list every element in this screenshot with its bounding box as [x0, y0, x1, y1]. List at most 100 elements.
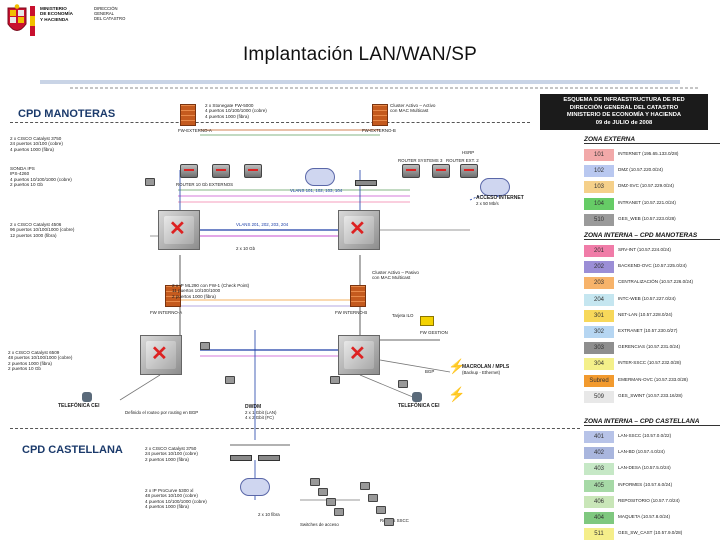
legend-vlan-name: DMZ (10.57.220.0/24) — [618, 167, 663, 173]
procurve-note-line: 2 x IP ProCurve 5300 xl — [145, 488, 194, 493]
cluster-mid-note: Cluster Activo – Pasivo con MAC Multicas… — [372, 270, 452, 281]
fw-externo-a-label: FW-EXTERNO-A — [178, 128, 212, 133]
legend-vlan-name: INFORMES (10.57.6.0/24) — [618, 481, 673, 487]
firewall-icon — [350, 285, 366, 307]
department-line-1: DIRECCIÓN — [94, 6, 118, 11]
sscc-router-icon — [360, 482, 370, 490]
legend-zone-heading: ZONA INTERNA – CPD CASTELLANA — [584, 418, 720, 426]
router-icon — [180, 164, 198, 178]
legend-vlan-name: MAQUETA (10.57.8.0/24) — [618, 514, 670, 519]
checkpoint-note-line: 11 puertos 10/100/1000 — [172, 288, 221, 294]
router-cross-icon: ✕ — [151, 343, 168, 365]
legend-vlan-name: INTERNET (195.65.133.0/28) — [618, 151, 679, 156]
vlan-cloud-icon — [305, 168, 335, 186]
stonegate-note-line: 4 puertos 10/100/1000 (cobre) — [205, 108, 267, 114]
routing-note-label: Definido el routeo por routing en BGP — [125, 410, 199, 415]
dwdm-sub-label-1: 2 x 1 Gbit (LAN) — [245, 410, 277, 415]
title-divider — [40, 80, 680, 84]
stonegate-note-line: 2 x Stonegate FW-5000 — [205, 103, 254, 108]
fw-gestion-label: FW GESTION — [420, 330, 448, 335]
fw-interno-b-label: FW INTERNO-B — [335, 310, 368, 315]
castellana-switch-note-line: 2 puertos 1000 (fibra) — [145, 456, 189, 462]
checkpoint-note-line: 2 puertos 1000 (fibra) — [172, 293, 216, 299]
legend-vlan-number: 103 — [584, 181, 614, 194]
cluster-note-line: Cluster Activo – Pasivo — [372, 270, 419, 275]
coat-of-arms-icon — [7, 4, 27, 31]
legend-row: 204 INTC-WEB (10.57.227.0/24) — [584, 293, 720, 307]
router-icon — [460, 164, 478, 178]
legend-title-line: 09 de JULIO de 2008 — [595, 119, 653, 126]
section-cpd-castellana: CPD CASTELLANA — [22, 444, 123, 456]
switch-icon — [355, 180, 377, 186]
firewall-icon — [372, 104, 388, 126]
legend-zone-heading: ZONA EXTERNA — [584, 136, 720, 144]
legend-vlan-name: INTC-WEB (10.57.227.0/24) — [618, 295, 676, 301]
wan-link-icon: ⚡ — [448, 358, 466, 374]
dwdm-label: DWDM — [245, 404, 262, 410]
ministry-line-2: DE ECONOMÍA — [40, 11, 73, 17]
catalyst-note: 2 x CISCO Catalyst 4506 96 puertos 10/10… — [10, 222, 110, 238]
legend-row: 101 INTERNET (195.65.133.0/28) — [584, 148, 720, 162]
fw-externo-b-label: FW-EXTERNO-B — [362, 128, 396, 133]
lan-router-a-icon: ✕ — [140, 335, 182, 375]
router-ext-2-label: ROUTER SYSTEMS 3 — [398, 158, 443, 163]
cluster-top-note: Cluster Activo – Activo con MAC Multicas… — [390, 103, 460, 114]
legend-vlan-number: 303 — [584, 342, 614, 355]
core-switch-note: 2 x CISCO Catalyst 3750 24 puertos 10/10… — [10, 136, 95, 152]
legend-vlan-number: 204 — [584, 293, 614, 306]
page-title: Implantación LAN/WAN/SP — [242, 44, 478, 65]
switch-icon — [258, 455, 280, 461]
core-note-line: 2 x CISCO Catalyst 3750 — [10, 136, 62, 141]
legend-vlan-name: LAN-SSCC (10.57.0.0/22) — [618, 433, 672, 438]
telefonica-b-icon — [412, 392, 422, 402]
dwdm-sub-label-2: 4 x 2 Gbit (FC) — [245, 415, 274, 420]
fibra-label: 2 x 10 fibra — [258, 512, 280, 517]
ministry-line-3: Y HACIENDA — [40, 16, 69, 22]
castellana-divider — [10, 428, 580, 429]
ministry-line-1: MINISTERIO — [40, 6, 67, 11]
core-note-line: 4 puertos 1000 (fibra) — [10, 146, 54, 152]
legend-vlan-number: 401 — [584, 431, 614, 443]
ministry-name: MINISTERIO DE ECONOMÍA Y HACIENDA — [40, 6, 88, 22]
catalyst-note-line: 96 puertos 10/100/1000 (cobre) — [10, 227, 75, 233]
router-icon — [402, 164, 420, 178]
management-card-icon — [420, 316, 434, 326]
probe-note-line: 4 puertos 10/100/1000 (cobre) — [10, 176, 72, 182]
fw-interno-a-label: FW INTERNO-A — [150, 310, 183, 315]
device-icon — [225, 376, 235, 384]
legend-vlan-name: BACKEND-OVC (10.57.225.0/24) — [618, 263, 687, 269]
core-router-b-icon: ✕ — [338, 210, 380, 250]
router-icon — [432, 164, 450, 178]
procurve-note: 2 x IP ProCurve 5300 xl 48 puertos 10/10… — [145, 488, 235, 510]
core-router-a-icon: ✕ — [158, 210, 200, 250]
device-icon — [398, 380, 408, 388]
legend-vlan-number: 302 — [584, 326, 614, 338]
telefonica-b-label: TELEFÓNICA CEI — [398, 403, 440, 409]
ips-probe-note: SONDA IPS IPS-4260 4 puertos 10/100/1000… — [10, 166, 95, 188]
catalyst-6509-note-line: 2 puertos 10 Gb — [8, 366, 41, 372]
castellana-cloud-icon — [240, 478, 270, 496]
stonegate-note: 2 x Stonegate FW-5000 4 puertos 10/100/1… — [205, 103, 300, 119]
catalyst-note-line: 12 puertos 1000 (fibra) — [10, 232, 57, 238]
legend-title: ESQUEMA DE INFRAESTRUCTURA DE RED DIRECC… — [540, 94, 708, 130]
legend-vlan-name: REPOSITORIO (10.57.7.0/24) — [618, 497, 680, 503]
firewall-icon — [165, 285, 181, 307]
legend-vlan-number: 101 — [584, 149, 614, 161]
access-switch-icon — [310, 478, 320, 486]
legend-vlan-name: INTER-SSCC (10.57.232.0/28) — [618, 360, 682, 366]
vlans-top-label: VLANS 101, 102, 103, 104 — [290, 188, 343, 193]
tarjeta-ilo-label: Tarjeta ILO — [392, 313, 414, 318]
legend-vlan-number: 203 — [584, 277, 614, 290]
device-icon — [200, 342, 210, 350]
router-cross-icon: ✕ — [349, 218, 366, 240]
access-switch-icon — [326, 498, 336, 506]
